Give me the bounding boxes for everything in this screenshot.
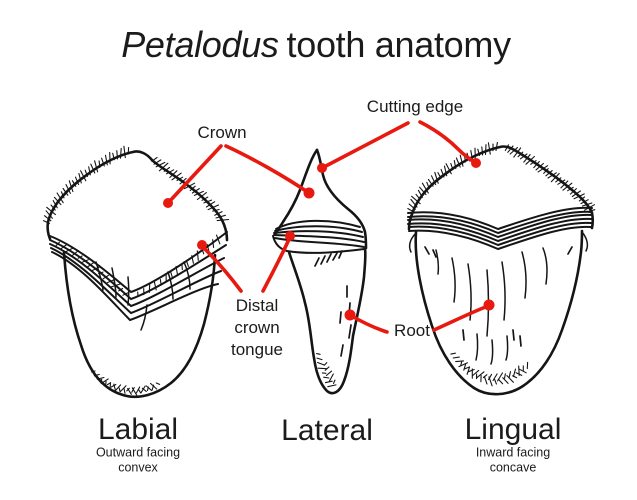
- lingual-view-subtitle-1: Inward facing: [475, 445, 551, 460]
- annotation-dot: [303, 187, 315, 199]
- title-rest: tooth anatomy: [286, 24, 512, 65]
- lateral-view-label: Lateral: [281, 414, 373, 447]
- distal-label-line-3: tongue: [231, 340, 283, 359]
- annotation-dot: [317, 163, 327, 173]
- annotation-dot: [285, 231, 295, 241]
- root-pointer-right: [432, 304, 490, 332]
- distal-pointer-right: [261, 235, 292, 293]
- labial-view-subtitle-2: convex: [118, 460, 158, 475]
- labial-view-subtitle-1: Outward facing: [95, 445, 181, 460]
- annotation-dot: [471, 158, 481, 168]
- title-genus: Petalodus: [121, 24, 279, 65]
- annotation-lines: [163, 120, 495, 334]
- crown-pointer-left: [166, 144, 223, 205]
- cutting-edge-pointer-right: [418, 120, 478, 165]
- lingual-view-label: Lingual: [464, 413, 562, 446]
- annotation-dot: [483, 299, 495, 311]
- crown-pointer-right: [224, 144, 311, 195]
- crown-label: Crown: [197, 123, 247, 142]
- lingual-view-subtitle-2: concave: [489, 460, 537, 475]
- distal-pointer-left: [200, 244, 243, 293]
- cutting-edge-pointer-left: [320, 121, 410, 170]
- annotation-dot: [197, 240, 207, 250]
- cutting-edge-label: Cutting edge: [366, 97, 464, 116]
- annotation-dot: [344, 309, 356, 321]
- distal-label-line-2: crown: [234, 318, 280, 337]
- distal-label-line-1: Distal: [235, 296, 279, 315]
- root-label: Root: [394, 321, 430, 340]
- lingual-tooth-drawing: [407, 141, 596, 396]
- annotation-dot: [163, 198, 173, 208]
- labial-view-label: Labial: [97, 413, 179, 446]
- labial-tooth-drawing: [42, 145, 230, 399]
- distal-crown-tongue-label: Distal crown tongue: [231, 295, 283, 361]
- lateral-tooth-drawing: [272, 148, 368, 395]
